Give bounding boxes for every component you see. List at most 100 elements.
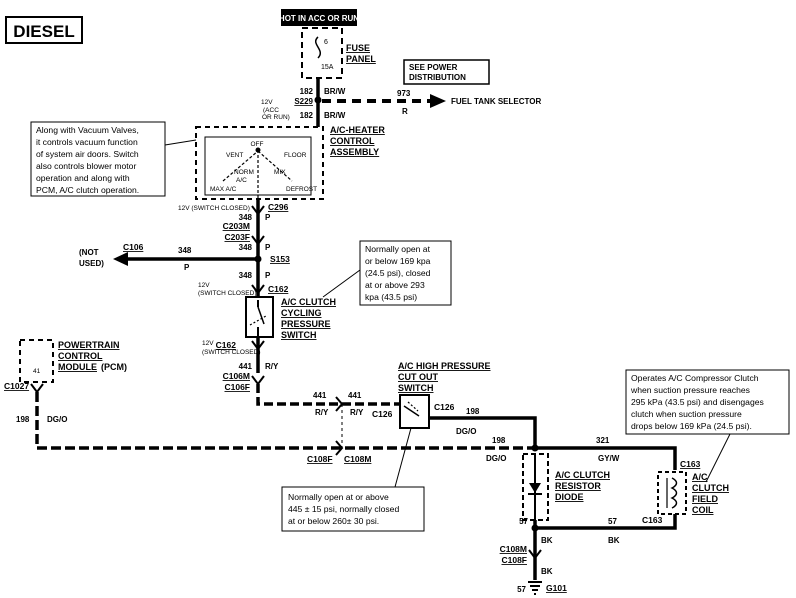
cycling-switch-box <box>245 296 274 338</box>
vacuum-note: Along with Vacuum Valves, it controls va… <box>36 125 139 195</box>
compressor-note-line: drops below 169 kPa (24.5 psi). <box>631 421 752 431</box>
fuse-panel-box <box>301 27 343 79</box>
resistor-label-3: DIODE <box>555 492 584 502</box>
fuse-panel-label-1: FUSE <box>346 43 370 53</box>
knob-off: OFF <box>251 141 264 148</box>
connector-c1027 <box>30 383 44 394</box>
field-label-1: A/C <box>692 472 708 482</box>
label-dgo-left: DG/O <box>47 415 67 424</box>
label-p-b: P <box>265 243 271 252</box>
resistor-label-1: A/C CLUTCH <box>555 470 610 480</box>
cycling-label-4: SWITCH <box>281 330 317 340</box>
label-c108f-bottom: C108F <box>501 555 527 565</box>
label-198-right: 198 <box>466 407 480 416</box>
wire-198-right <box>429 416 537 448</box>
label-r: R <box>402 107 408 116</box>
compressor-note-line: clutch when suction pressure <box>631 409 742 419</box>
label-c162-bottom: C162 <box>216 340 237 350</box>
label-441-c: 441 <box>348 391 362 400</box>
label-g101: G101 <box>546 583 567 593</box>
see-power-label-1: SEE POWER <box>409 63 458 72</box>
label-c106f: C106F <box>224 382 250 392</box>
knob-mix: MIX <box>274 169 286 176</box>
see-power-box <box>403 59 490 85</box>
label-brw-bottom: BR/W <box>324 111 346 120</box>
label-not-used-2: USED) <box>79 259 104 268</box>
pcm-label-1: POWERTRAIN <box>58 340 120 350</box>
label-ry-a: R/Y <box>265 362 279 371</box>
high-pressure-label-3: SWITCH <box>398 383 434 393</box>
fuse-number: 6 <box>324 39 328 46</box>
pcm-label-3: MODULE <box>58 362 97 372</box>
high-pressure-switch-blade <box>403 405 420 417</box>
pcm-box <box>19 339 54 383</box>
selector-arm-left <box>222 150 259 182</box>
label-bk-a: BK <box>541 536 553 545</box>
cycling-note-line: or below 169 kpa <box>365 256 431 266</box>
label-ry-b: R/Y <box>315 408 329 417</box>
cycling-switch-blade <box>257 306 265 325</box>
vacuum-note-leader <box>164 139 197 146</box>
connector-c296 <box>251 205 265 216</box>
label-c106-left: C106 <box>123 242 144 252</box>
label-c203f: C203F <box>224 232 250 242</box>
compressor-note-box <box>625 369 790 435</box>
label-fuel-tank-selector: FUEL TANK SELECTOR <box>451 97 541 106</box>
label-c296: C296 <box>268 202 289 212</box>
high-pressure-label-1: A/C HIGH PRESSURE <box>398 361 491 371</box>
selector-arm-right <box>257 150 293 182</box>
cycling-note-line: kpa (43.5 psi) <box>365 292 417 302</box>
label-switch-closed-3: (SWITCH CLOSED) <box>202 349 261 356</box>
label-c108f-mid: C108F <box>307 454 333 464</box>
label-c203m: C203M <box>223 221 250 231</box>
knob-max-ac: MAX A/C <box>210 186 237 193</box>
field-label-2: CLUTCH <box>692 483 729 493</box>
vacuum-note-box <box>30 121 166 197</box>
wire-57-coil <box>535 514 677 530</box>
label-c106m: C106M <box>223 371 250 381</box>
label-348-a: 348 <box>239 213 253 222</box>
hot-label: HOT IN ACC OR RUN <box>279 14 359 23</box>
label-bk-b: BK <box>608 536 620 545</box>
label-gyw: GY/W <box>598 454 620 463</box>
splice-s153 <box>254 255 262 263</box>
hot-label-bar <box>281 9 357 26</box>
knob-defrost: DEFROST <box>286 186 317 193</box>
high-pressure-note: Normally open at or above 445 ± 15 psi, … <box>288 492 399 526</box>
label-348-c: 348 <box>239 271 253 280</box>
knob-vent: VENT <box>226 152 243 159</box>
label-57-a: 57 <box>519 517 528 526</box>
see-power-label-2: DISTRIBUTION <box>409 73 466 82</box>
label-12v-acc: 12V <box>261 99 273 106</box>
label-441-a: 441 <box>239 362 253 371</box>
compressor-note-line: 295 kPa (43.5 psi) and disengages <box>631 397 764 407</box>
label-c108m-bottom: C108M <box>500 544 527 554</box>
high-pressure-note-line: at or below 260± 30 psi. <box>288 516 379 526</box>
label-c163-top: C163 <box>680 459 701 469</box>
knob-floor: FLOOR <box>284 152 307 159</box>
label-12v-3: 12V <box>202 340 214 347</box>
label-182-bottom: 182 <box>300 111 314 120</box>
fuse-icon <box>315 36 321 59</box>
cycling-note: Normally open at or below 169 kpa (24.5 … <box>365 244 431 302</box>
label-not-used-1: (NOT <box>79 248 99 257</box>
label-s153: S153 <box>270 254 290 264</box>
compressor-note-line: when suction pressure reaches <box>630 385 750 395</box>
high-pressure-note-line: 445 ± 15 psi, normally closed <box>288 504 399 514</box>
diesel-tag: DIESEL <box>13 22 74 41</box>
label-c162-top: C162 <box>268 284 289 294</box>
fuse-panel-label-2: PANEL <box>346 54 376 64</box>
label-c126-left: C126 <box>372 409 393 419</box>
label-c126-right: C126 <box>434 402 455 412</box>
connector-c162-top <box>251 284 265 295</box>
label-or-run: OR RUN) <box>262 114 290 121</box>
ground-icon <box>528 581 542 595</box>
arrow-fuel-tank <box>430 94 446 108</box>
high-pressure-note-line: Normally open at or above <box>288 492 389 502</box>
pcm-label-3b: (PCM) <box>101 362 127 372</box>
cycling-label-3: PRESSURE <box>281 319 331 329</box>
label-c163-bottom: C163 <box>642 515 663 525</box>
pcm-label-2: CONTROL <box>58 351 103 361</box>
cycling-label-1: A/C CLUTCH <box>281 297 336 307</box>
ac-heater-label-1: A/C-HEATER <box>330 125 385 135</box>
